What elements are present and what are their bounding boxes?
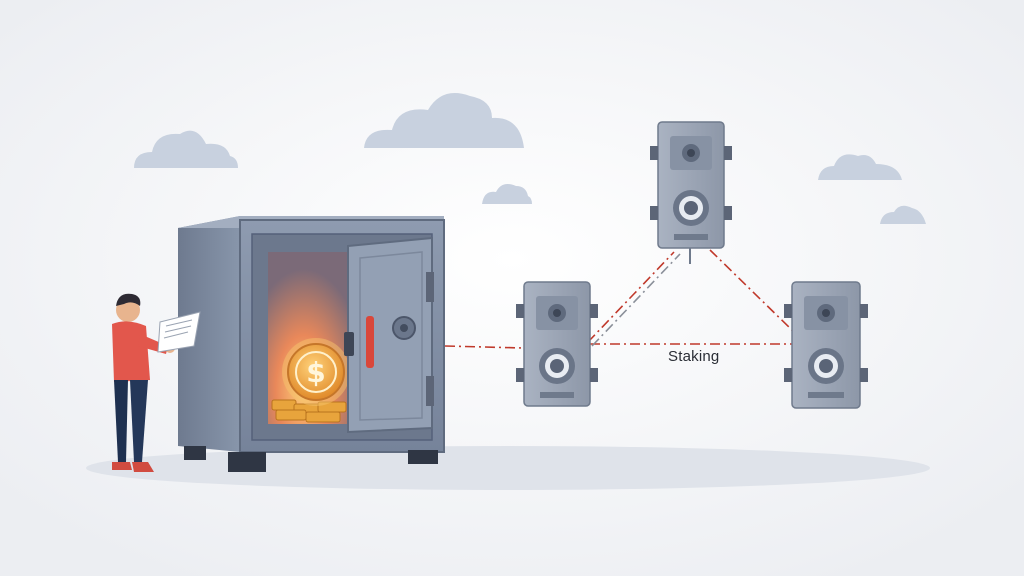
svg-text:$: $ [306, 356, 325, 389]
document-icon [157, 311, 201, 353]
validator-node-icon [516, 281, 598, 407]
safe-door [344, 236, 434, 434]
validator-node-icon [784, 281, 868, 409]
ground-shadow [86, 446, 930, 490]
staking-label: Staking [668, 348, 720, 365]
cloud-icon [818, 154, 902, 180]
safe-icon: $ [178, 216, 445, 472]
cloud-icon [364, 93, 524, 148]
gold-bars [271, 399, 347, 423]
network-connections [444, 249, 795, 349]
coin-dollar-icon: $ [282, 338, 350, 406]
cloud-icon [482, 184, 532, 204]
cloud-icon [134, 130, 238, 168]
validator-node-icon [650, 121, 732, 264]
handle-red [366, 316, 374, 368]
cloud-icon [880, 205, 926, 224]
